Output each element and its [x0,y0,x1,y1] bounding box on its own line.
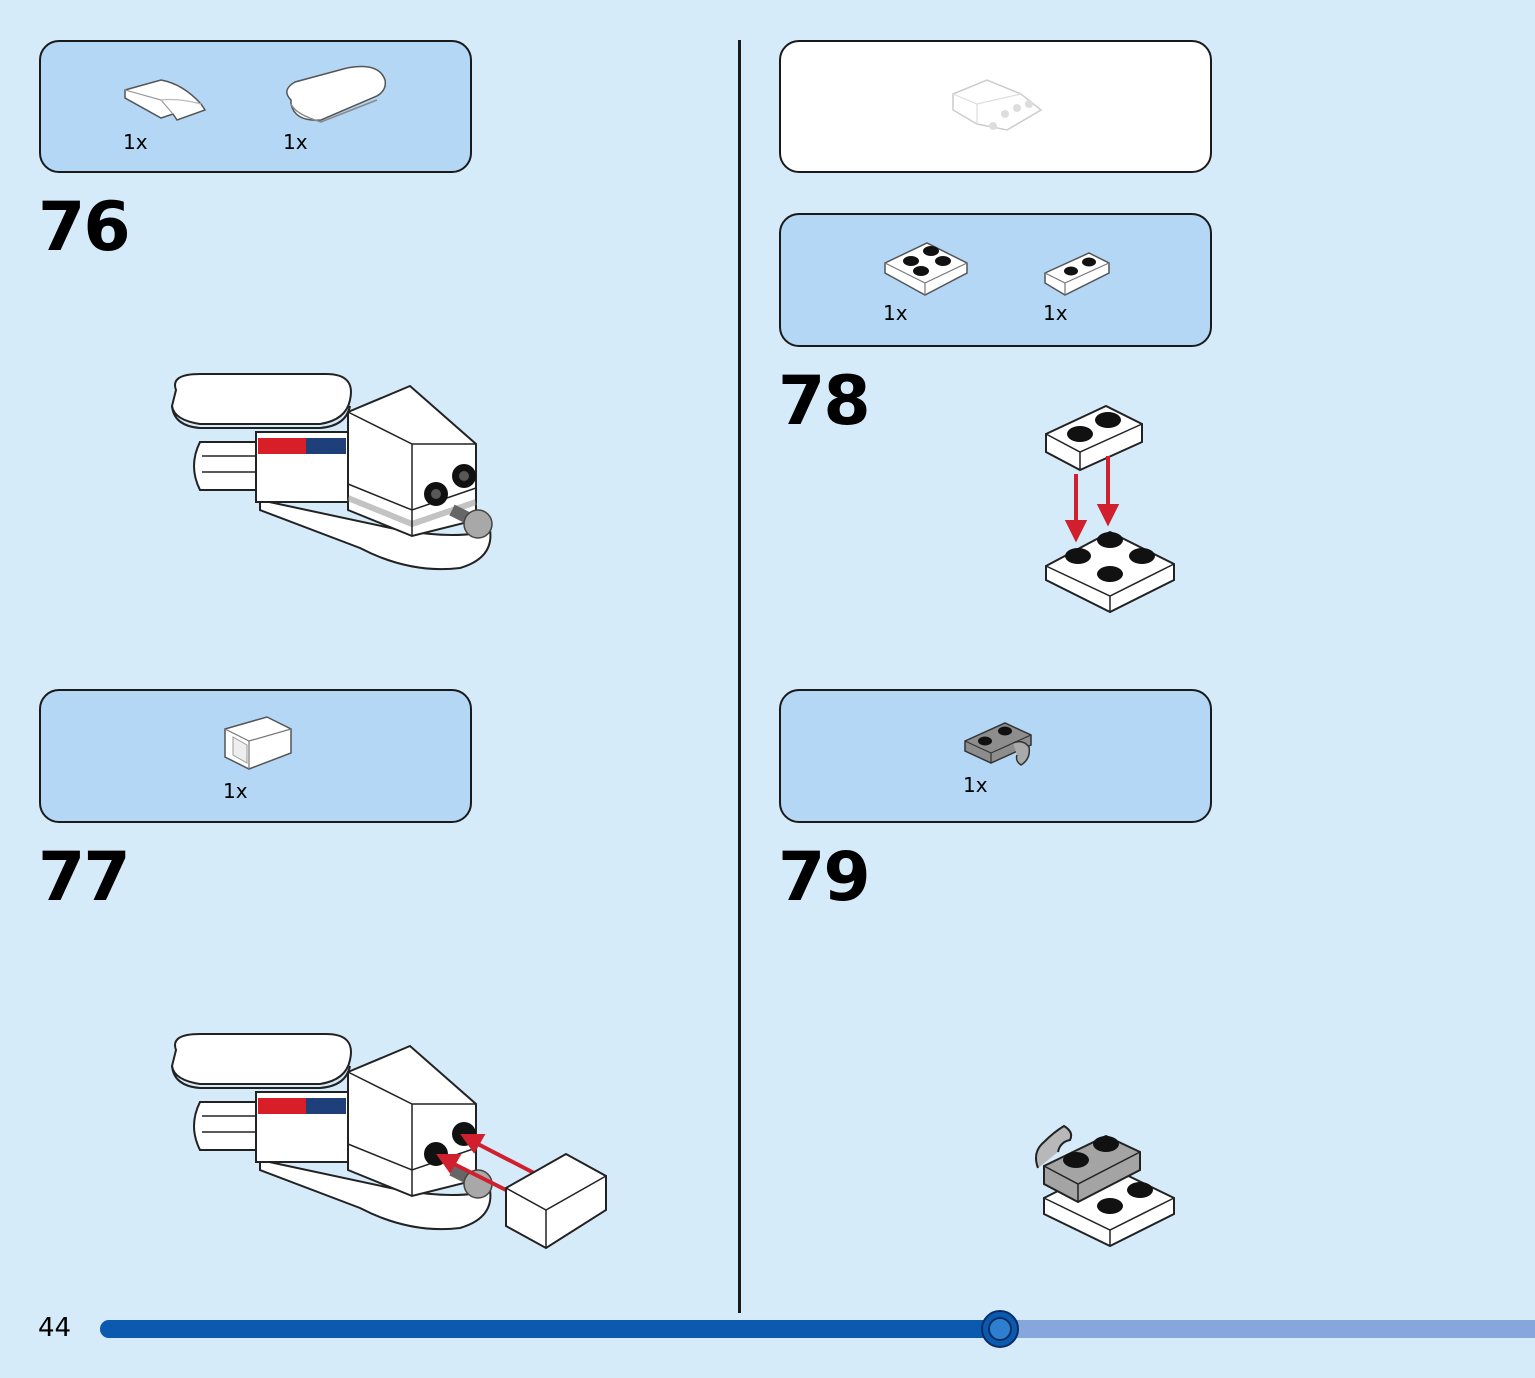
curved-slope-tile-icon [124,79,207,121]
step-number: 77 [38,838,131,917]
bracket-tile-icon [224,716,292,770]
rounded-plate-icon [286,65,387,123]
submodel-preview-icon [952,79,1043,131]
page-number: 44 [38,1313,72,1343]
progress-marker-icon [981,1310,1019,1348]
step-number: 76 [38,188,131,267]
parts-panel-step-79: 1x [779,689,1212,823]
part-quantity: 1x [963,773,988,797]
parts-panel-step-77: 1x [39,689,472,823]
parts-panel-step-76: 1x 1x [39,40,472,173]
part-quantity: 1x [223,779,248,803]
submodel-preview-panel [779,40,1212,173]
plate-1x2-icon [1044,252,1110,296]
step-77-model-illustration [170,1033,607,1250]
part-quantity: 1x [883,301,908,325]
step-number: 78 [778,362,871,441]
part-quantity: 1x [283,130,308,154]
step-79-model-illustration [1035,1124,1175,1248]
step-78-model-illustration [1045,404,1175,614]
step-number: 79 [778,838,871,917]
progress-bar-fill [100,1320,1000,1338]
part-quantity: 1x [123,130,148,154]
part-quantity: 1x [1043,301,1068,325]
parts-panel-step-78: 1x 1x [779,213,1212,347]
plate-2x2-icon [884,242,968,296]
step-76-model-illustration [170,373,493,571]
clip-plate-icon [964,722,1032,766]
column-divider [738,40,741,1313]
